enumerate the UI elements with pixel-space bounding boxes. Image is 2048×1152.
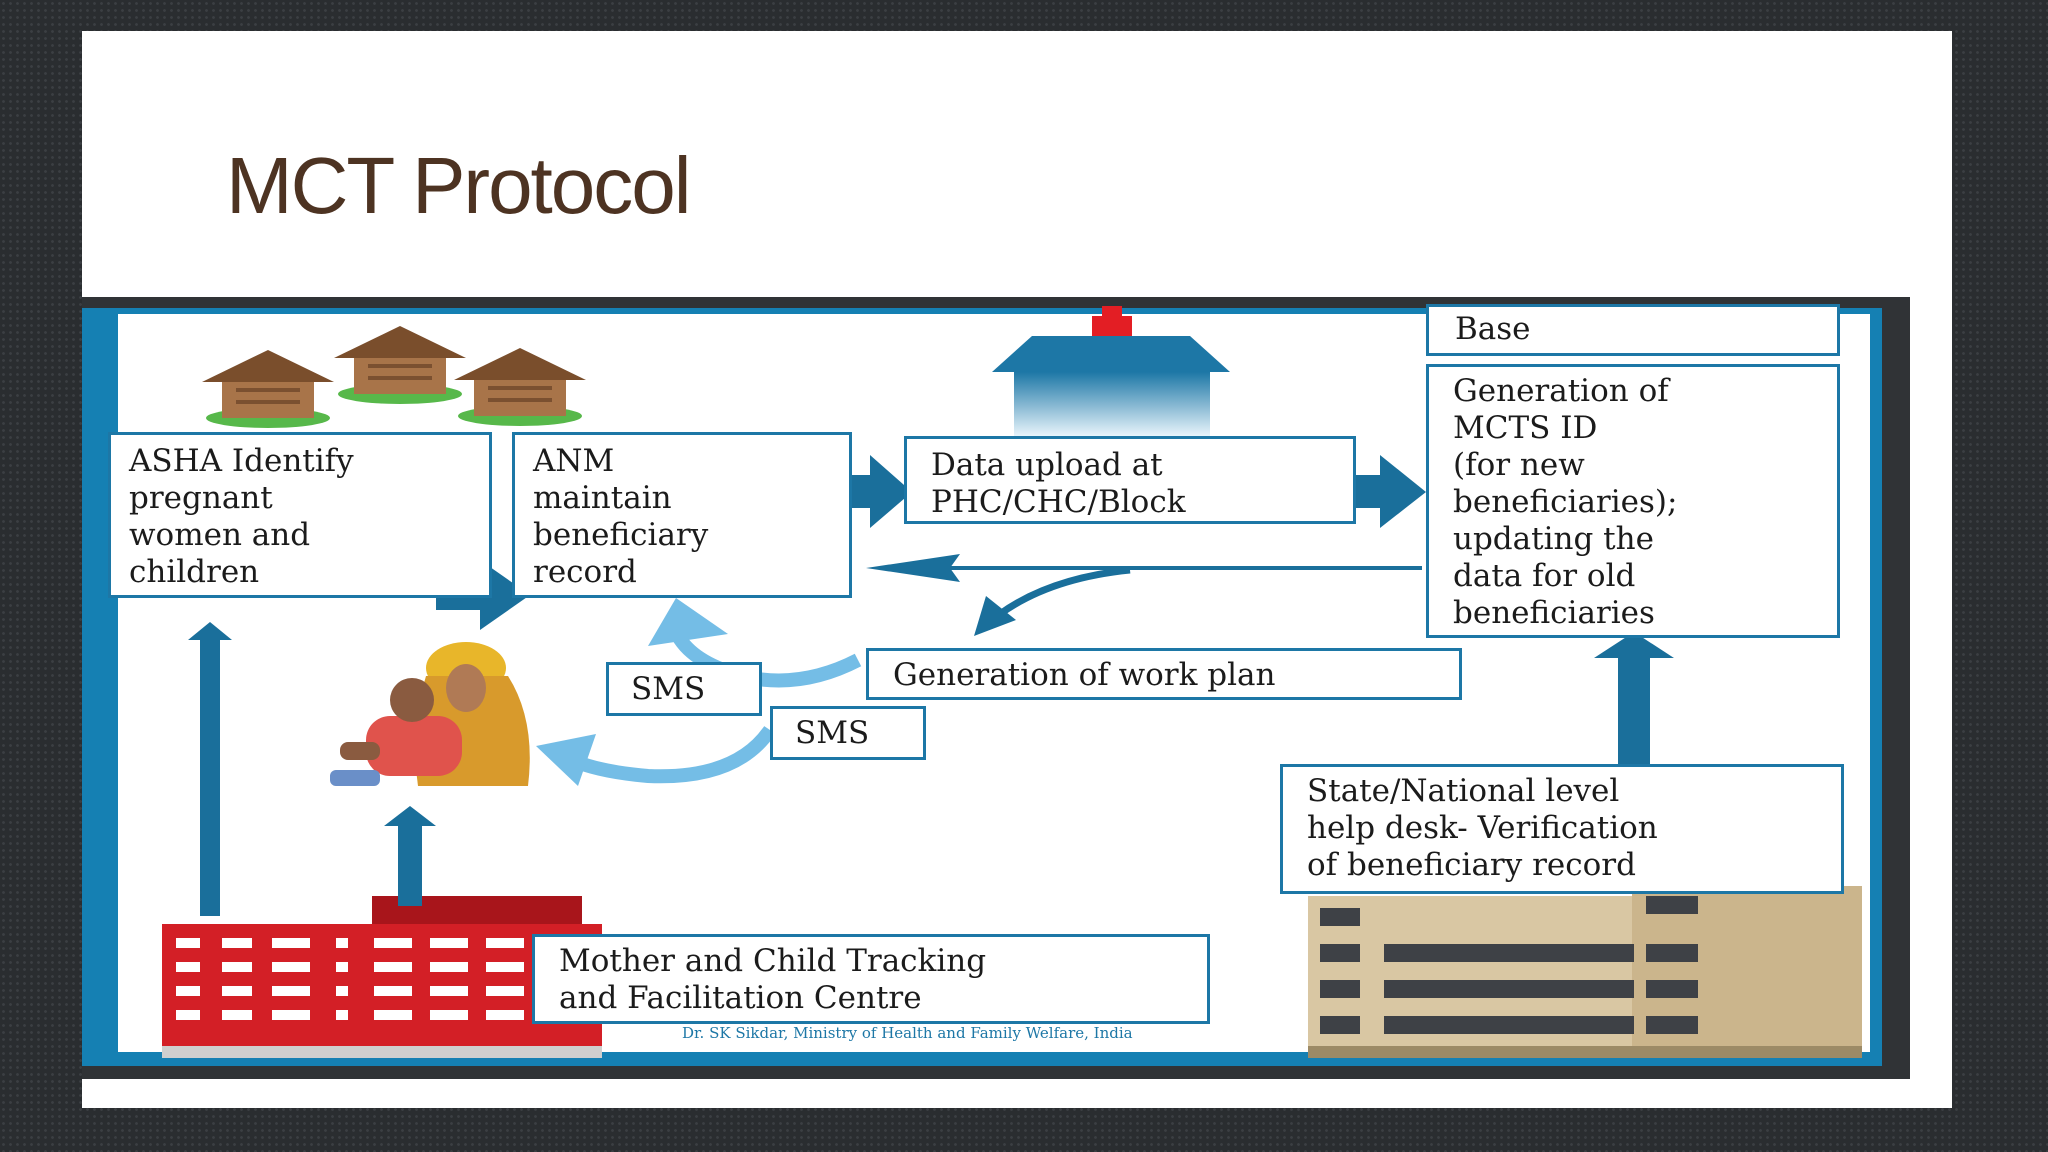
sms-box: SMS xyxy=(770,706,926,760)
credit-line: Dr. SK Sikdar, Ministry of Health and Fa… xyxy=(682,1024,1133,1042)
base-box: Base xyxy=(1426,304,1840,356)
mctfc-box: Mother and Child Tracking and Facilitati… xyxy=(532,934,1210,1024)
mcts-id-box: Generation of MCTS ID (for new beneficia… xyxy=(1426,364,1840,638)
arrow-to-work-plan xyxy=(974,566,1131,636)
work-plan-box: Generation of work plan xyxy=(866,648,1462,700)
mother-child-icon xyxy=(330,642,530,786)
health-centre-icon xyxy=(992,306,1230,436)
slide-title: MCT Protocol xyxy=(226,141,692,230)
sms-arrow-to-mother xyxy=(536,725,776,786)
asha-box: ASHA Identify pregnant women and childre… xyxy=(108,432,492,598)
arrow-feedback-to-anm xyxy=(866,554,1422,582)
office-building-icon xyxy=(1308,886,1862,1058)
arrow-up-hospital xyxy=(384,806,436,906)
arrow-upload-to-mcts xyxy=(1328,455,1426,528)
arrow-anm-to-upload xyxy=(820,455,912,528)
arrow-helpdesk-to-mcts xyxy=(1594,632,1674,766)
data-upload-box: Data upload at PHC/CHC/Block xyxy=(904,436,1356,524)
hut-icon xyxy=(334,326,466,404)
hut-icon xyxy=(454,348,586,426)
arrow-up-left xyxy=(188,622,232,916)
anm-box: ANM maintain beneficiary record xyxy=(512,432,852,598)
hut-icon xyxy=(202,350,334,428)
help-desk-box: State/National level help desk- Verifica… xyxy=(1280,764,1844,894)
sms-box: SMS xyxy=(606,662,762,716)
